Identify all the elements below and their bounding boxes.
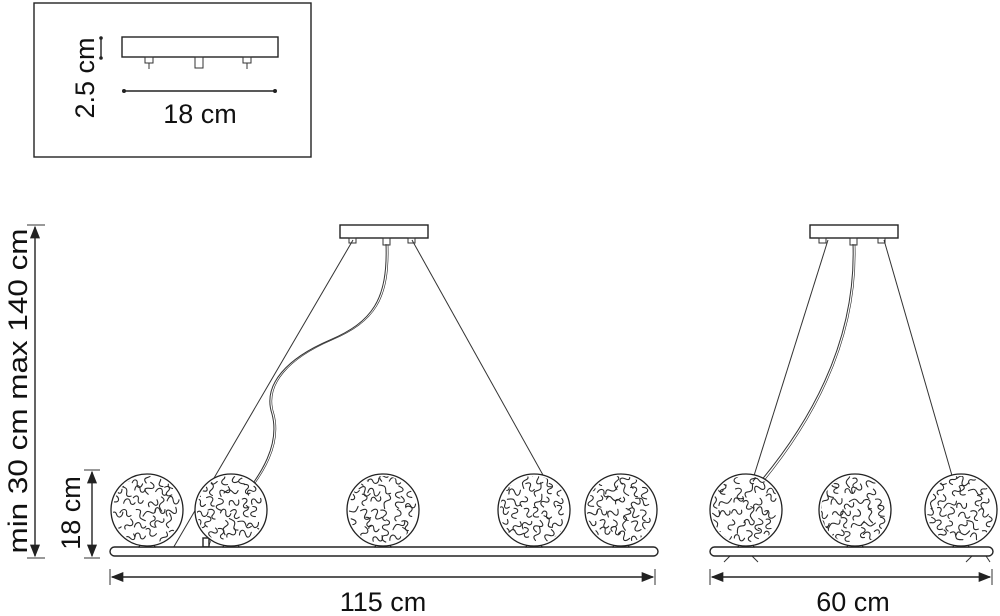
front-canopy-connectors <box>348 237 416 246</box>
globe-outline <box>497 473 571 547</box>
globe-shade <box>497 473 571 548</box>
globe-shade <box>194 473 268 548</box>
globe-shade <box>346 473 420 548</box>
inset-frame <box>33 2 312 158</box>
side-bar-feet <box>723 555 991 563</box>
globe-outline <box>110 473 184 547</box>
globe-shade <box>924 473 998 548</box>
side-power-cable <box>759 243 854 483</box>
side-canopy-connectors <box>818 237 886 246</box>
width-label: 60 cm <box>816 587 890 616</box>
globe-shade <box>584 473 658 548</box>
side-suspension <box>751 239 956 487</box>
globe-shade <box>110 473 184 548</box>
inset-height-dimension <box>99 36 103 60</box>
length-dimension <box>109 569 656 585</box>
inset-width-label: 18 cm <box>163 99 237 129</box>
inset-height-label: 2.5 cm <box>70 37 100 118</box>
cable-connector <box>202 537 210 548</box>
side-canopy <box>809 224 899 239</box>
drop-label: min 30 cm max 140 cm <box>3 229 33 554</box>
inset-width-dimension <box>122 89 277 93</box>
globe-pattern <box>712 476 779 542</box>
globe-shade <box>818 473 892 548</box>
globe-pattern <box>113 476 180 544</box>
shade-height-dimension <box>84 469 100 559</box>
globe-outline <box>818 473 892 547</box>
front-bar <box>109 546 659 557</box>
globe-pattern <box>821 476 889 542</box>
globe-outline <box>584 473 658 547</box>
drop-dimension <box>27 224 45 559</box>
canopy-connectors <box>144 56 252 69</box>
width-dimension <box>709 569 993 585</box>
globe-shades <box>110 473 998 548</box>
side-bar <box>709 546 994 557</box>
canopy-plate <box>121 36 279 58</box>
shade-height-label: 18 cm <box>56 476 86 550</box>
globe-outline <box>924 473 998 547</box>
side-view <box>709 224 994 563</box>
globe-outline <box>709 473 783 547</box>
length-label: 115 cm <box>340 587 427 616</box>
globe-shade <box>709 473 783 548</box>
front-canopy <box>339 224 429 239</box>
canopy-detail-inset: 2.5 cm 18 cm <box>33 2 312 158</box>
